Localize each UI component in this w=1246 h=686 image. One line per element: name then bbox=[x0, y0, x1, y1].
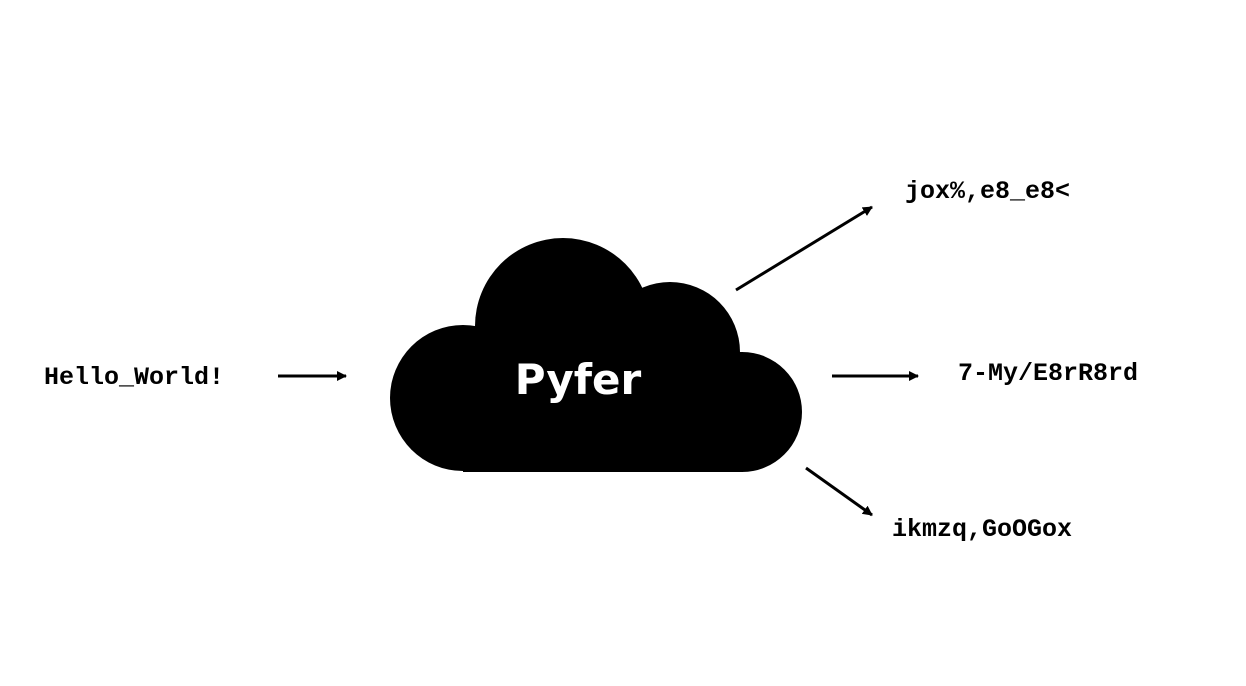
output-arrow-up bbox=[735, 205, 873, 292]
input-text: Hello_World! bbox=[44, 363, 224, 392]
output-text-bottom: ikmzq,GoOGox bbox=[892, 515, 1072, 544]
cloud-shape bbox=[390, 238, 802, 472]
output-arrow-down bbox=[805, 466, 873, 517]
output-text-top: jox%,e8_e8< bbox=[905, 177, 1070, 206]
cloud-label: Pyfer bbox=[515, 355, 642, 404]
output-text-middle: 7-My/E8rR8rd bbox=[958, 359, 1138, 388]
